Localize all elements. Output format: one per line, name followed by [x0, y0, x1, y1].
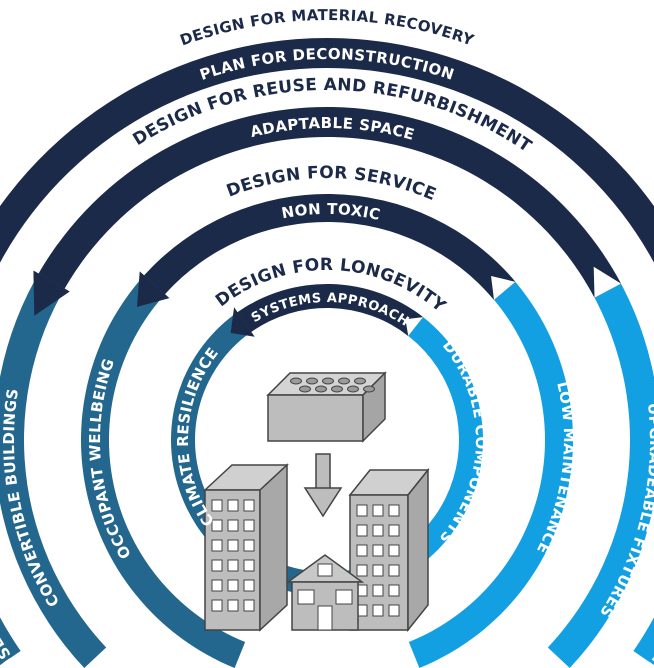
- ring-4-tail-notch: [405, 317, 424, 336]
- city-buildings-icon: [203, 463, 430, 633]
- illustration-group: [203, 371, 430, 633]
- ring-2-arrowhead: [33, 270, 70, 316]
- ring-4-arrowhead: [230, 307, 255, 337]
- ring-1-top-arc: [0, 38, 654, 263]
- ring-3-tail-notch: [491, 275, 516, 300]
- arrow-down-icon: [303, 453, 343, 518]
- ring-4-right-segment: [327, 310, 483, 596]
- ring-2-top-arc: [38, 106, 622, 298]
- ring-3-left-segment: [80, 257, 246, 668]
- brick-icon: [266, 371, 387, 443]
- ring-3-arrowhead: [136, 271, 170, 307]
- ring-group: [0, 38, 654, 668]
- ring-2-tail-notch: [593, 266, 622, 298]
- ring-3-top-arc: [144, 194, 516, 300]
- ring-2-left-segment: [0, 244, 107, 668]
- ring-1-left-segment: [0, 617, 21, 666]
- ring-4-top-arc: [237, 284, 424, 336]
- ring-3-right-segment: [408, 269, 573, 668]
- house-icon: [285, 554, 365, 631]
- ring-2-right-segment: [547, 263, 654, 668]
- ring-1-right-segment: [633, 617, 654, 666]
